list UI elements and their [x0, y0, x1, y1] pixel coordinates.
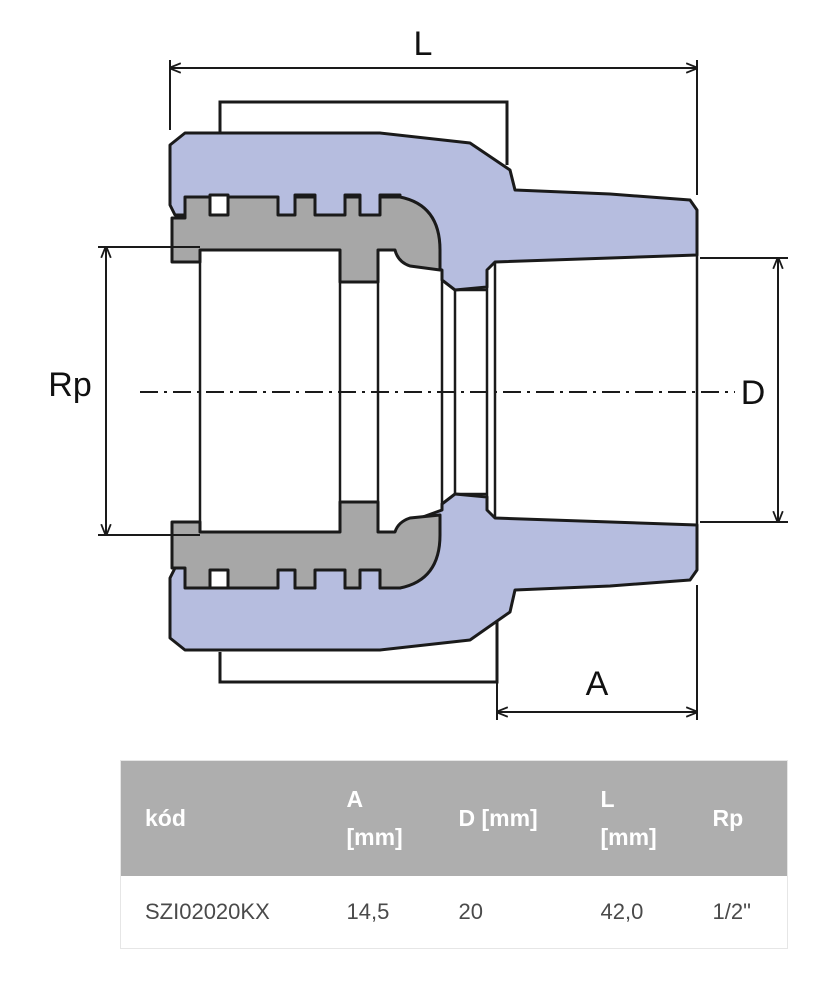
dimension-D	[700, 258, 788, 522]
fitting-cross-section-diagram: L Rp D A	[48, 25, 788, 720]
dimension-Rp-label: Rp	[48, 366, 91, 404]
header-Rp: Rp	[712, 805, 744, 832]
dimension-L-label: L	[414, 25, 433, 63]
dimension-A	[497, 585, 697, 720]
header-A: A[mm]	[346, 786, 403, 851]
header-L: L[mm]	[600, 786, 657, 851]
insert-top	[170, 195, 442, 284]
header-code: kód	[145, 805, 186, 832]
table-row: SZI02020KX 14,5 20 42,0 1/2"	[121, 876, 788, 949]
cell-code: SZI02020KX	[145, 898, 270, 924]
cell-L: 42,0	[600, 898, 644, 924]
dimension-A-label: A	[586, 665, 609, 703]
table-header-row: kód A[mm] D [mm] L[mm] Rp	[120, 760, 788, 876]
cell-D: 20	[458, 898, 483, 924]
cell-A: 14,5	[346, 898, 390, 924]
cell-Rp: 1/2"	[712, 898, 751, 924]
dimension-Rp	[98, 247, 200, 535]
header-D: D [mm]	[458, 805, 538, 832]
dimension-D-label: D	[741, 374, 766, 412]
insert-bottom	[170, 500, 442, 590]
dimension-L	[170, 60, 697, 195]
body-top	[168, 131, 699, 292]
specification-table: kód A[mm] D [mm] L[mm] Rp SZI02020KX 14,…	[120, 760, 788, 949]
